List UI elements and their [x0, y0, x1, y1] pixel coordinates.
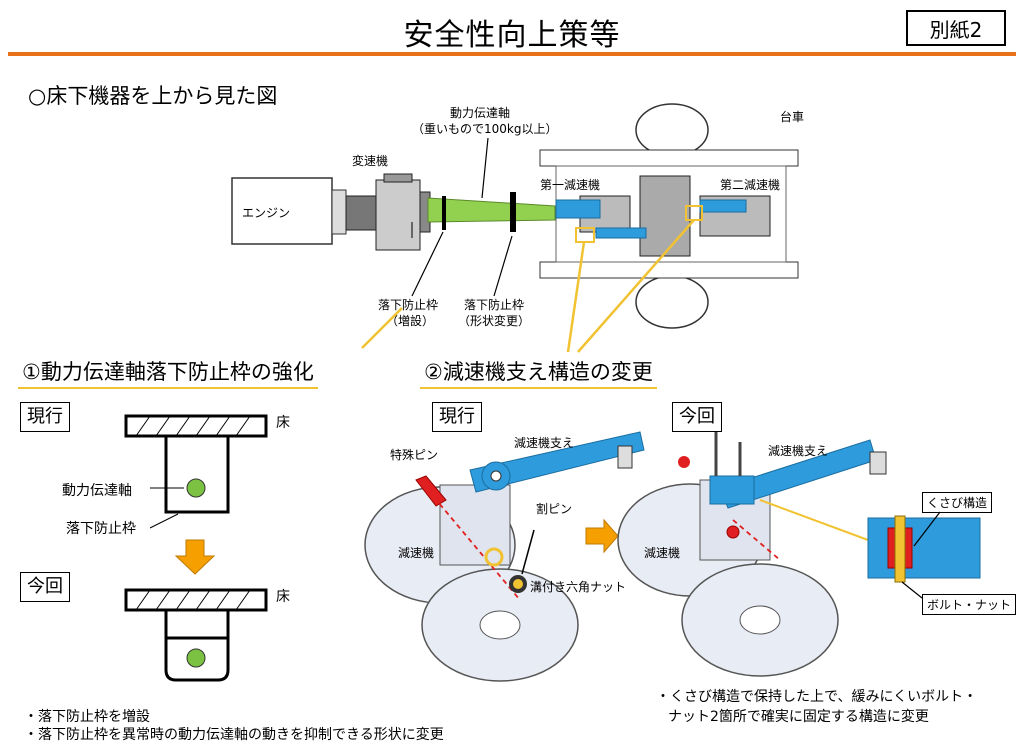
shaft-label-left: 動力伝達軸 [62, 483, 132, 499]
engine-drawing [231, 177, 377, 245]
bogie-label: 台車 [780, 110, 805, 124]
transmission-label: 変速機 [352, 154, 389, 168]
compare-arrow [585, 518, 619, 554]
measure-1-heading: ①動力伝達軸落下防止枠の強化 [18, 356, 318, 389]
new-box: 今回 [20, 572, 70, 602]
reducer-label-new: 減速機 [644, 546, 681, 560]
measure-2-heading: ②減速機支え構造の変更 [420, 356, 657, 389]
current-box: 現行 [20, 402, 70, 432]
new-reducer-drawing [617, 432, 887, 677]
wedge-detail-drawing [867, 511, 981, 599]
frame-modified-mark [510, 192, 516, 232]
shaft-weight-note: （重いもので100kg以上） [412, 122, 558, 136]
transmission-drawing [375, 173, 431, 251]
frame-added-mark [442, 196, 446, 230]
shaft-label: 動力伝達軸 [450, 106, 511, 120]
page-title: 安全性向上策等 [403, 18, 621, 53]
drive-shaft [427, 197, 556, 223]
support-label-current: 減速機支え [514, 436, 575, 450]
new-box-right: 今回 [672, 402, 722, 432]
note-right-2: ナット2箇所で確実に固定する構造に変更 [668, 709, 929, 725]
frame-added-label: 落下防止枠 [378, 298, 439, 312]
current-reducer-drawing [364, 431, 645, 682]
bolt-nut-label: ボルト・ナット [922, 594, 1017, 615]
frame-label-left: 落下防止枠 [66, 521, 136, 537]
floor-label-new: 床 [276, 589, 290, 605]
support-label-new: 減速機支え [768, 444, 829, 458]
note-left-2: ・落下防止枠を異常時の動力伝達軸の動きを抑制できる形状に変更 [24, 727, 444, 743]
attachment-badge: 別紙2 [906, 10, 1006, 46]
new-frame-drawing [124, 588, 268, 682]
second-reducer-label: 第二減速機 [720, 178, 781, 192]
reducer-label-current: 減速機 [398, 546, 435, 560]
nut-label: 溝付き六角ナット [530, 580, 627, 594]
note-right-1: ・くさび構造で保持した上で、緩みにくいボルト・ [656, 689, 978, 705]
frame-modified-note: （形状変更） [458, 314, 531, 328]
special-pin-label: 特殊ピン [390, 448, 439, 462]
floor-label-current: 床 [276, 415, 290, 431]
note-left-1: ・落下防止枠を増設 [24, 709, 150, 725]
bogie-drawing [539, 103, 799, 329]
frame-modified-label: 落下防止枠 [464, 298, 525, 312]
section-title: ○床下機器を上から見た図 [28, 84, 278, 108]
title-rule [8, 52, 1016, 56]
wedge-label: くさび構造 [922, 492, 993, 513]
current-frame-drawing [124, 414, 268, 529]
current-box-right: 現行 [432, 402, 482, 432]
first-reducer-label: 第一減速機 [540, 178, 601, 192]
frame-added-note: （増設） [386, 314, 435, 328]
engine-label: エンジン [242, 206, 291, 220]
change-arrow [174, 539, 216, 575]
split-pin-label: 割ピン [536, 502, 573, 516]
